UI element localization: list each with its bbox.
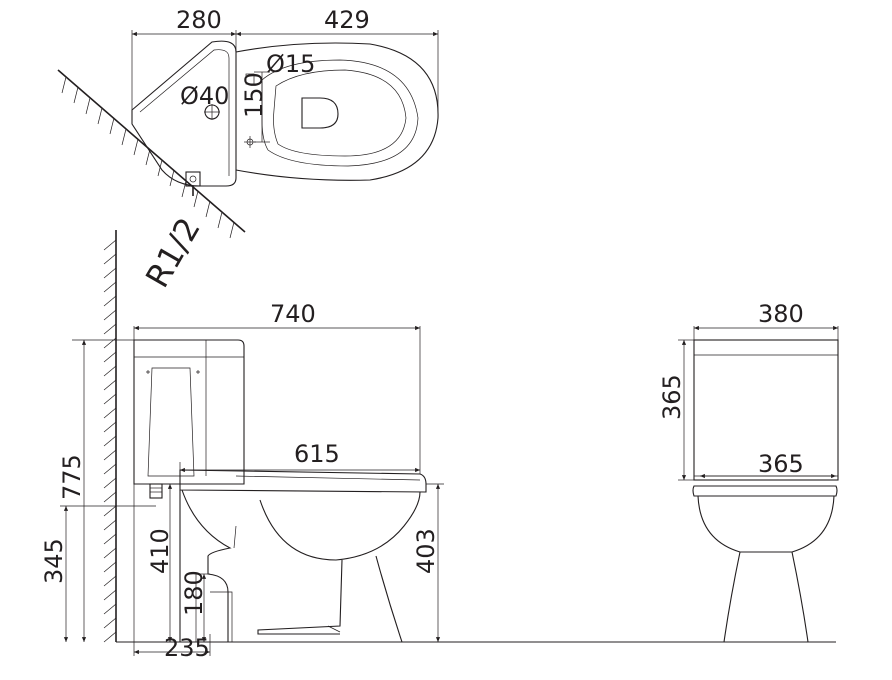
dim-diameter-15: Ø15: [266, 50, 315, 78]
dim-775: 775: [58, 454, 86, 500]
dim-r-1-2: R1/2: [138, 211, 208, 294]
side-view-wall: [103, 230, 117, 643]
side-view-dimensions: 740 615 775 345 410 180 235: [40, 300, 444, 662]
top-view-tank: [131, 40, 256, 196]
dim-diameter-40: Ø40: [180, 82, 229, 110]
front-view-dimensions: 380 365 365: [658, 300, 839, 481]
top-view: 280 429 150 Ø15 Ø40 R1/2: [57, 6, 439, 294]
side-view: 740 615 775 345 410 180 235: [40, 230, 836, 662]
dim-615: 615: [294, 440, 340, 468]
front-view: 380 365 365: [658, 300, 839, 643]
dim-345: 345: [40, 538, 68, 584]
dim-740: 740: [270, 300, 316, 328]
dim-180: 180: [180, 570, 208, 616]
top-view-wall: [57, 69, 246, 239]
dim-365-height: 365: [658, 374, 686, 420]
side-view-bowl: [179, 469, 427, 643]
dim-429: 429: [324, 6, 370, 34]
side-view-tank: [133, 339, 245, 499]
dim-365-width: 365: [758, 450, 804, 478]
dim-150: 150: [240, 72, 268, 118]
dim-403: 403: [412, 528, 440, 574]
dim-235: 235: [164, 634, 210, 662]
front-view-bowl: [692, 485, 838, 643]
dim-380: 380: [758, 300, 804, 328]
dim-280: 280: [176, 6, 222, 34]
dim-410: 410: [146, 528, 174, 574]
